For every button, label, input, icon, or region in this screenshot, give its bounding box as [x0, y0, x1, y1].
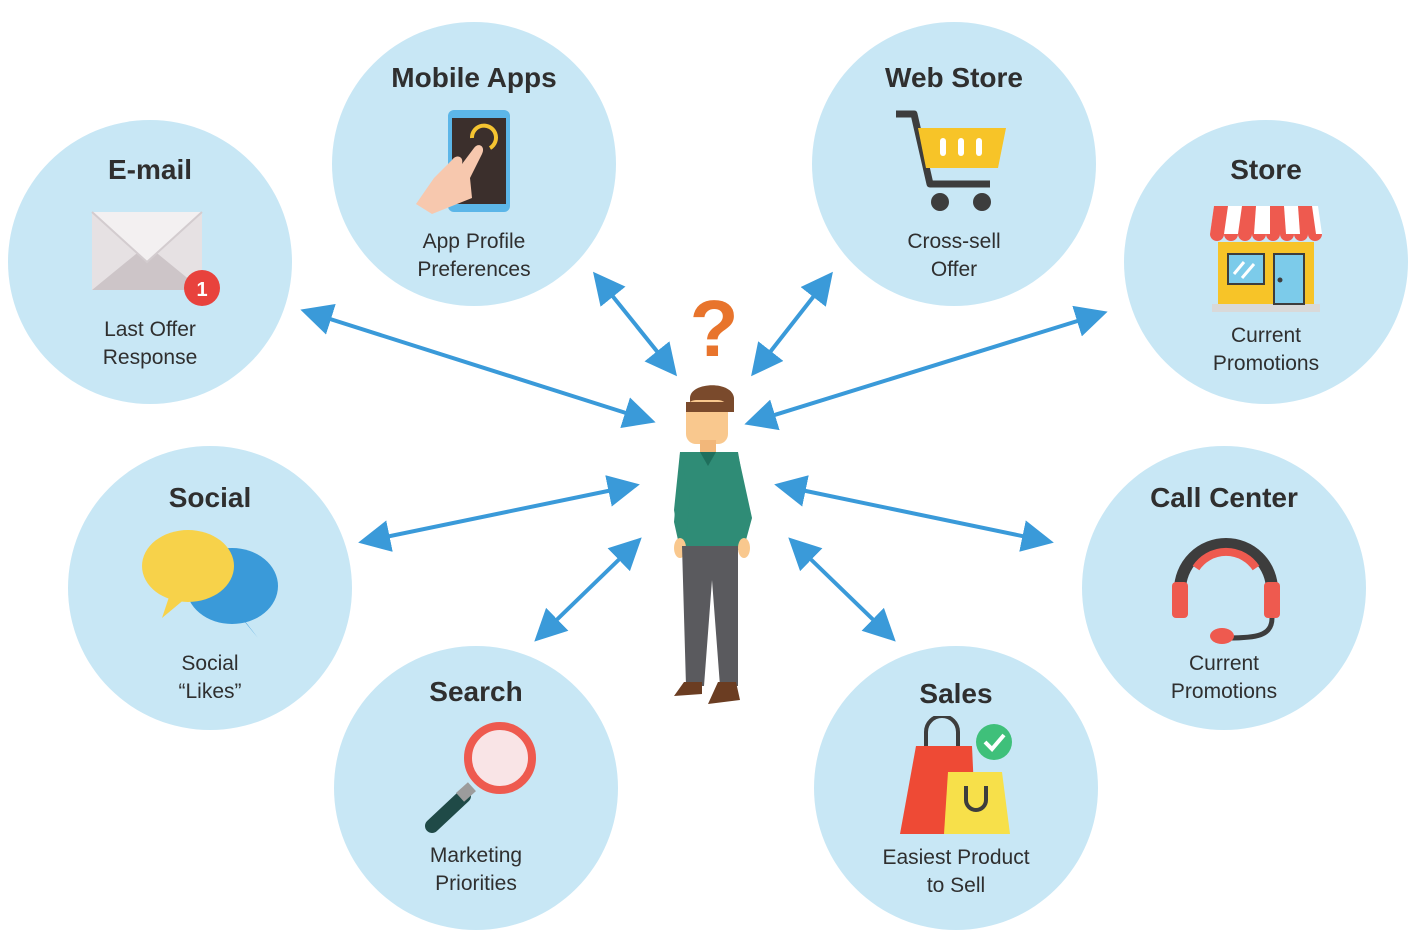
- web-store-caption: Cross-sell Offer: [907, 230, 1001, 281]
- store-title: Store: [1230, 154, 1302, 185]
- envelope-icon: 1: [91, 211, 220, 306]
- search-title: Search: [429, 676, 523, 707]
- mobile-apps-caption: App Profile Preferences: [417, 230, 531, 281]
- arrow-mobile: [592, 271, 678, 377]
- arrow-callcenter: [774, 475, 1054, 552]
- chat-bubbles-icon: [142, 530, 278, 638]
- customer-person-icon: ?: [674, 290, 752, 704]
- store-caption: Current Promotions: [1212, 324, 1320, 375]
- web-store-title: Web Store: [885, 62, 1023, 93]
- social-node: Social Social “Likes”: [68, 446, 352, 730]
- magnifier-icon: [425, 722, 536, 833]
- question-mark: ?: [690, 290, 739, 373]
- shopping-bags-icon: [900, 716, 1012, 834]
- email-caption: Last Offer Response: [102, 318, 198, 369]
- phone-touch-icon: [416, 110, 510, 214]
- call-center-title: Call Center: [1150, 482, 1298, 513]
- email-badge: 1: [196, 279, 207, 301]
- mobile-apps-title: Mobile Apps: [391, 62, 557, 93]
- social-title: Social: [168, 482, 252, 513]
- social-caption: Social “Likes”: [178, 652, 242, 703]
- arrow-social: [358, 475, 640, 552]
- email-node: E-mail 1 Last Offer Response: [8, 120, 292, 404]
- web-store-node: Web Store Cross-sell Offer: [812, 22, 1096, 306]
- store-node: Store Current Promotions: [1124, 120, 1408, 404]
- arrow-search: [534, 537, 642, 642]
- arrow-store: [744, 305, 1108, 431]
- call-center-caption: Current Promotions: [1170, 652, 1278, 703]
- search-node: Search Marketing Priorities: [334, 646, 618, 930]
- headset-icon: [1172, 538, 1280, 644]
- call-center-node: Call Center Current Promotions: [1082, 446, 1366, 730]
- mobile-apps-node: Mobile Apps App Profile Preferences: [332, 22, 616, 306]
- storefront-icon: [1210, 206, 1322, 312]
- search-caption: Marketing Priorities: [429, 844, 523, 895]
- sales-caption: Easiest Product to Sell: [882, 846, 1030, 897]
- email-title: E-mail: [107, 154, 193, 185]
- shopping-cart-icon: [896, 110, 1006, 211]
- sales-title: Sales: [919, 678, 993, 709]
- sales-node: Sales Easiest Product to Sell: [814, 646, 1098, 930]
- arrow-sales: [788, 537, 896, 642]
- arrow-email: [300, 304, 656, 428]
